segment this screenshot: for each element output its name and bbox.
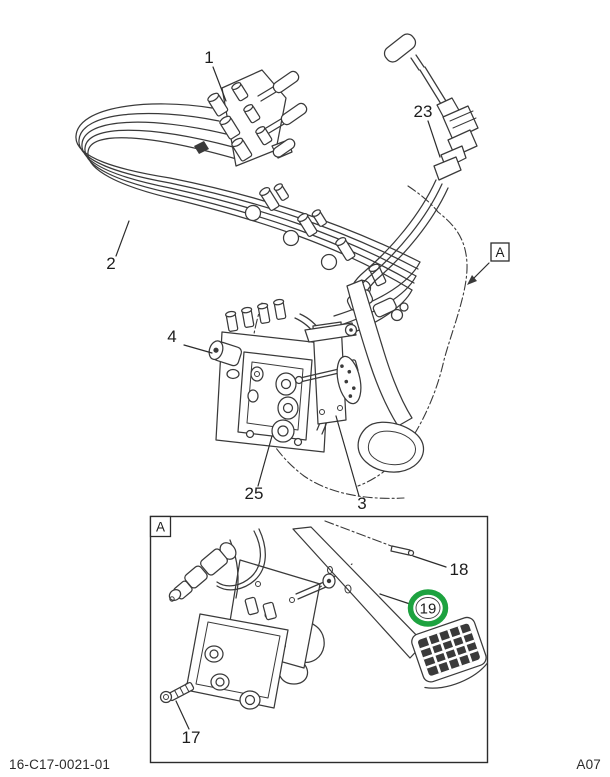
callout-4: 4 xyxy=(167,327,213,354)
inset-pedal-pad xyxy=(411,616,488,689)
callout-17-label: 17 xyxy=(182,728,201,747)
inset-valve xyxy=(168,528,336,710)
detail-marker-label: A xyxy=(495,245,504,260)
callout-18-leader xyxy=(412,555,447,568)
pedal-arm-main xyxy=(346,279,425,473)
callout-2-label: 2 xyxy=(106,254,115,273)
mounting-plate xyxy=(294,289,409,425)
valve-inlet-fitting xyxy=(208,340,243,367)
doc-number: 16-C17-0021-01 xyxy=(9,757,110,772)
callout-3-label: 3 xyxy=(357,494,366,513)
callout-3: 3 xyxy=(335,415,367,513)
callout-25: 25 xyxy=(245,435,273,503)
tube-clamp xyxy=(194,141,209,154)
callout-4-label: 4 xyxy=(167,327,176,346)
page-code: A07 xyxy=(576,757,601,772)
detail-marker: A xyxy=(467,242,510,285)
callout-19-label: 19 xyxy=(420,601,437,618)
inset-pin xyxy=(390,545,415,557)
connector xyxy=(348,33,479,309)
pin-axis-line xyxy=(324,520,395,548)
fitting-manifold xyxy=(207,69,308,167)
callout-17-leader xyxy=(175,700,190,730)
callout-1: 1 xyxy=(204,48,227,102)
main-illustration: A 1 2 23 4 25 3 xyxy=(75,33,510,513)
inset-bolt xyxy=(159,681,195,704)
callout-25-label: 25 xyxy=(245,484,264,503)
inset-marker-label: A xyxy=(156,520,165,535)
inset-illustration xyxy=(159,520,488,730)
callout-23-label: 23 xyxy=(414,102,433,121)
callout-23: 23 xyxy=(414,102,441,158)
inset: A 18 19 17 xyxy=(149,515,489,764)
highlight-ring-19: 19 xyxy=(407,589,449,627)
inline-fittings xyxy=(244,183,387,297)
callout-1-label: 1 xyxy=(204,48,213,67)
inset-marker: A xyxy=(149,515,172,538)
callout-2: 2 xyxy=(106,220,130,273)
tube-bundle xyxy=(75,103,421,337)
callout-18-label: 18 xyxy=(450,560,469,579)
callout-19-leader xyxy=(379,593,411,605)
